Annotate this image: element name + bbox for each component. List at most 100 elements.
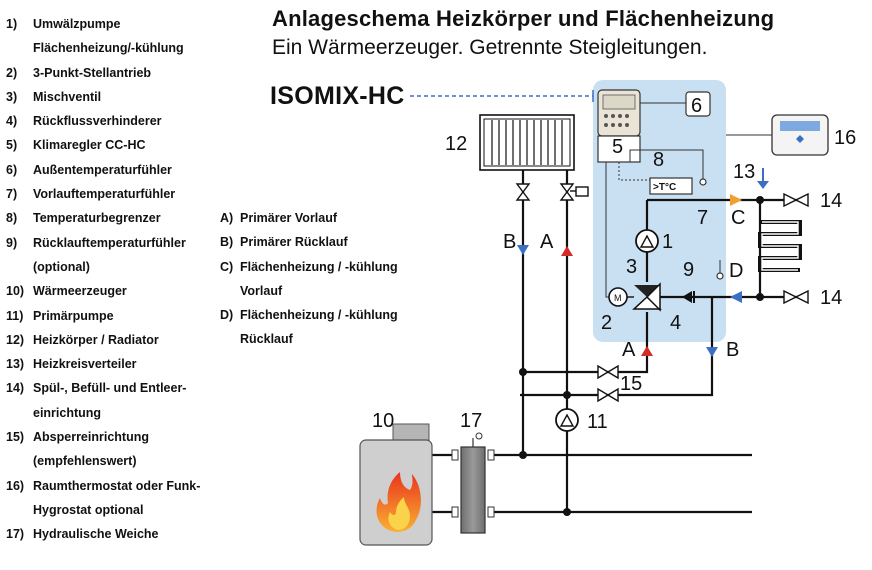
shutoff-valve-upper (597, 364, 619, 380)
legend-row: D)Flächenheizung / -kühlung (220, 303, 420, 327)
legend-row: 17) Hydraulische Weiche (6, 522, 221, 546)
legend-text: Heizkörper / Radiator (33, 332, 159, 347)
primary-lines (432, 453, 752, 514)
legend-number: C) (220, 259, 234, 274)
legend-text: Vorlauftemperaturfühler (33, 187, 176, 202)
legend-text: Temperaturbegrenzer (33, 211, 161, 226)
flow-arrow-c (730, 194, 742, 206)
legend-text: Flächenheizung/-kühlung (33, 41, 184, 56)
radiator (479, 114, 575, 171)
legend-number: 3) (6, 89, 18, 104)
legend-row: 10) Wärmeerzeuger (6, 279, 221, 303)
legend-row: 5)Klimaregler CC-HC (6, 133, 221, 157)
legend-number: 16) (6, 478, 25, 493)
legend-text: Heizkreisverteiler (33, 357, 137, 372)
legend-row: C) Flächenheizung / -kühlung (220, 255, 420, 279)
legend-number: 9) (6, 235, 18, 250)
temperature-limiter (649, 177, 693, 195)
label-16: 16 (834, 127, 856, 149)
label-1: 1 (662, 231, 673, 253)
legend-row: 3) Mischventil (6, 85, 221, 109)
shutoff-valve-lower (597, 387, 619, 403)
legend-row: 4) Rückflussverhinderer (6, 109, 221, 133)
manifold-node-top (756, 196, 764, 204)
legend-row: 8) Temperaturbegrenzer (6, 206, 221, 230)
legend-row: (optional) (6, 255, 221, 279)
mixing-circuit-pump (635, 229, 659, 253)
radiator-valve-right (559, 183, 589, 201)
legend-number: 7) (6, 187, 18, 202)
label-b-right: B (726, 339, 739, 361)
legend-row: Vorlauf (220, 279, 420, 303)
label-2: 2 (601, 312, 612, 334)
legend-number: 17) (6, 527, 25, 542)
legend-row: 11) Primärpumpe (6, 304, 221, 328)
climate-controller (597, 89, 641, 163)
legend-number: 15) (6, 430, 25, 445)
legend-text: Spül-, Befüll- und Entleer- (33, 381, 187, 396)
flow-arrow-a-left (561, 246, 573, 256)
legend-number: 8) (6, 211, 18, 226)
legend-text: Rücklauftemperaturfühler (33, 235, 186, 250)
legend-text: Hygrostat optional (33, 502, 144, 517)
label-a-left: A (540, 231, 554, 253)
legend-row: A)Primärer Vorlauf (220, 206, 420, 230)
legend-text: Vorlauf (240, 283, 283, 298)
return-arrow-d (730, 291, 742, 303)
diagram-title: Anlageschema Heizkörper und Flächenheizu… (272, 6, 775, 31)
manifold-node-bottom (756, 293, 764, 301)
label-17: 17 (460, 410, 482, 432)
legend-text: 3-Punkt-Stellantrieb (33, 65, 152, 80)
legend-number: 11) (6, 308, 24, 323)
label-4: 4 (670, 312, 681, 334)
legend-row: B) Primärer Rücklauf (220, 230, 420, 254)
label-14-bottom: 14 (820, 287, 842, 309)
legend-text: Klimaregler CC-HC (33, 138, 146, 153)
legend-number: 10) (6, 284, 25, 299)
limiter-label: >T°C (653, 182, 676, 193)
legend-text: (optional) (33, 259, 90, 274)
flow-sensor-wire (629, 149, 704, 180)
legend-text: Rückflussverhinderer (33, 114, 162, 129)
radiator-risers (521, 170, 569, 512)
legend-text: Primärer Rücklauf (240, 235, 348, 250)
legend-text: (empfehlenswert) (33, 454, 137, 469)
legend-row: 16) Raumthermostat oder Funk- (6, 474, 221, 498)
legend-row: 2)3-Punkt-Stellantrieb (6, 61, 221, 85)
label-13: 13 (733, 161, 755, 183)
primary-pump (555, 408, 579, 432)
legend-row: 15)Absperreinrichtung (6, 425, 221, 449)
label-12: 12 (445, 133, 467, 155)
label-b-left: B (503, 231, 516, 253)
limiter-wire (618, 162, 650, 181)
legend-row: 13)Heizkreisverteiler (6, 352, 221, 376)
legend-text: Mischventil (33, 89, 102, 104)
product-name: ISOMIX-HC (270, 82, 405, 110)
mixing-valve (632, 282, 662, 312)
legend-row: einrichtung (6, 401, 221, 425)
legend-number: 4) (6, 114, 18, 129)
legend-text: Primärpumpe (33, 308, 114, 323)
legend-text: Flächenheizung / -kühlung (240, 308, 398, 323)
svg-text:M: M (614, 293, 622, 303)
label-c: C (731, 207, 745, 229)
legend-row: Rücklauf (220, 327, 420, 351)
legend-text: Raumthermostat oder Funk- (33, 478, 201, 493)
legend-number: 14) (6, 381, 25, 396)
legend-text: Außentemperaturfühler (33, 162, 172, 177)
legend-text: Wärmeerzeuger (33, 284, 127, 299)
node-b (563, 391, 571, 399)
label-15: 15 (620, 373, 642, 395)
label-14-top: 14 (820, 190, 842, 212)
legend-number: B) (220, 235, 234, 250)
label-7: 7 (697, 207, 708, 229)
legend-text: Hydraulische Weiche (33, 527, 159, 542)
legend-text: Flächenheizung / -kühlung (240, 259, 398, 274)
return-arrow-b-left (517, 245, 529, 255)
radiator-valve-left (515, 183, 531, 201)
label-5: 5 (612, 136, 623, 158)
legend-row: 14) Spül-, Befüll- und Entleer- (6, 376, 221, 400)
check-valve (682, 291, 692, 303)
